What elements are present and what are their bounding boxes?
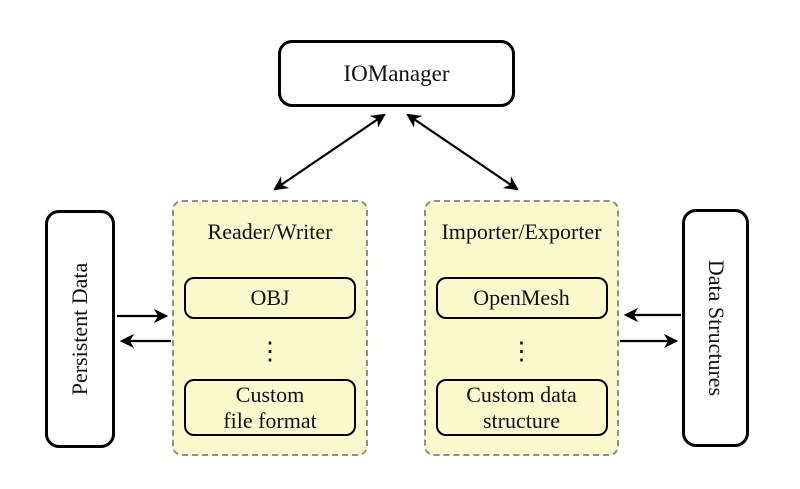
persistent-data-node: Persistent Data bbox=[45, 210, 115, 448]
custom-data-structure-node: Custom data structure bbox=[435, 379, 608, 436]
importer-exporter-group: Importer/Exporter OpenMesh ⋮ Custom data… bbox=[424, 200, 619, 456]
arrow-iomanager-importerexporter-icon bbox=[406, 113, 519, 191]
data-structures-node: Data Structures bbox=[682, 209, 749, 447]
vertical-dots-icon: ⋮ bbox=[257, 338, 283, 365]
iomanager-node: IOManager bbox=[278, 40, 515, 107]
importer-exporter-title: Importer/Exporter bbox=[441, 219, 602, 244]
reader-writer-title: Reader/Writer bbox=[207, 219, 333, 244]
iomanager-label: IOManager bbox=[343, 60, 450, 86]
vertical-dots-icon: ⋮ bbox=[509, 338, 534, 365]
data-structures-label: Data Structures bbox=[703, 259, 729, 397]
persistent-data-label: Persistent Data bbox=[67, 262, 92, 396]
arrow-iomanager-readerwriter-icon bbox=[273, 113, 386, 191]
reader-writer-group: Reader/Writer OBJ ⋮ Custom file format bbox=[172, 200, 368, 456]
obj-node: OBJ bbox=[184, 277, 356, 319]
custom-file-format-node: Custom file format bbox=[184, 379, 356, 436]
openmesh-node: OpenMesh bbox=[435, 277, 608, 319]
